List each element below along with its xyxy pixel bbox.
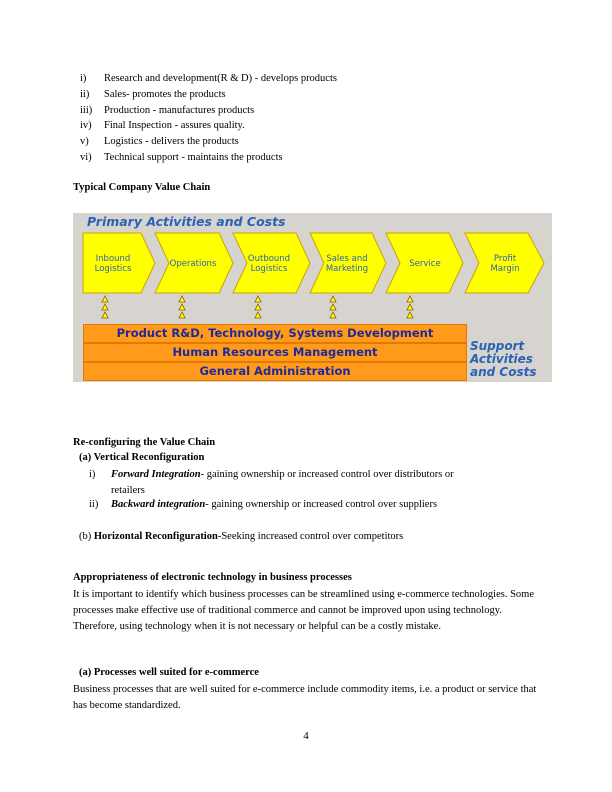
primary-activities-title: Primary Activities and Costs [87, 214, 286, 229]
page-number: 4 [303, 730, 309, 742]
list-item-number: ii) [80, 88, 90, 100]
list-item-number: iv) [80, 120, 92, 132]
service-label: Service [409, 259, 440, 269]
list-item: ii) Sales- promotes the products [80, 87, 337, 103]
list-item-text: Research and development(R & D) - develo… [104, 73, 337, 84]
forward-integration-cont: retailers [111, 485, 145, 496]
reconfig-item-number: i) [89, 469, 96, 480]
suited-paragraph: Business processes that are well suited … [73, 684, 537, 711]
list-item: v) Logistics - delivers the products [80, 134, 337, 150]
list-item-text: Logistics - delivers the products [104, 136, 239, 148]
list-item-text: Production - manufactures products [104, 104, 255, 116]
outbound-logistics-line2: Logistics [251, 264, 288, 274]
reconfig-item-number: ii) [89, 499, 99, 510]
triangle-stack-4 [329, 295, 337, 319]
backward-integration-text: - gaining ownership or increased control… [205, 499, 438, 510]
list-item-text: Final Inspection - assures quality. [104, 120, 245, 132]
activities-list: i) Research and development(R & D) - deve… [80, 71, 337, 166]
reconfig-item-2: ii) Backward integration- gaining ownersh… [89, 499, 437, 510]
triangle-stack-5 [406, 295, 414, 319]
reconfig-item-1: i) Forward Integration- gaining ownership… [89, 467, 529, 499]
horizontal-prefix: (b) [79, 531, 92, 542]
list-item-number: i) [80, 73, 87, 84]
sales-marketing-line2: Marketing [326, 264, 368, 274]
triangle-stack-1 [101, 295, 109, 319]
profit-margin-line2: Margin [490, 264, 519, 274]
horizontal-term: Horizontal Reconfiguration [93, 531, 218, 542]
profit-margin-line1: Profit [494, 254, 517, 264]
appropriateness-heading: Appropriateness of electronic technology… [73, 572, 352, 583]
operations-chevron [154, 232, 234, 294]
operations-label: Operations [170, 259, 217, 269]
list-item-number: v) [80, 136, 89, 148]
forward-integration-text: - gaining ownership or increased control… [200, 469, 454, 480]
inbound-logistics-line2: Logistics [95, 264, 132, 274]
support-activities-label: Support Activities and Costs [470, 339, 537, 379]
service-chevron [385, 232, 464, 294]
triangle-stack-3 [254, 295, 262, 319]
list-item: i) Research and development(R & D) - deve… [80, 71, 337, 87]
horizontal-text: -Seeking increased control over competit… [217, 531, 404, 542]
vertical-reconfig-heading: (a) Vertical Reconfiguration [79, 452, 205, 463]
support-bar-hr: Human Resources Management [83, 343, 467, 362]
support-bar-admin: General Administration [83, 362, 467, 381]
inbound-logistics-chevron [82, 232, 156, 294]
list-item: iv) Final Inspection - assures quality. [80, 118, 337, 134]
list-item-text: Technical support - maintains the produc… [104, 151, 283, 163]
forward-integration-term: Forward Integration [111, 469, 201, 480]
appropriateness-paragraph: It is important to identify which busine… [73, 589, 535, 632]
reconfig-heading: Re-configuring the Value Chain [73, 437, 216, 448]
list-item: iii) Production - manufactures products [80, 103, 337, 119]
backward-integration-term: Backward integration [111, 499, 206, 510]
suited-heading: (a) Processes well suited for e-commerce [79, 667, 259, 678]
outbound-logistics-chevron [232, 232, 311, 294]
list-item-text: Sales- promotes the products [104, 88, 226, 100]
list-item-number: iii) [80, 104, 93, 116]
value-chain-heading: Typical Company Value Chain [73, 182, 211, 193]
horizontal-reconfig: (b) Horizontal Reconfiguration-Seeking i… [79, 531, 403, 542]
inbound-logistics-line1: Inbound [96, 254, 131, 264]
outbound-logistics-line1: Outbound [248, 254, 290, 264]
sales-marketing-chevron [309, 232, 387, 294]
sales-marketing-line1: Sales and [326, 254, 367, 264]
support-bar-rd: Product R&D, Technology, Systems Develop… [83, 324, 467, 343]
list-item: vi) Technical support - maintains the pro… [80, 150, 337, 166]
triangle-stack-2 [178, 295, 186, 319]
profit-margin-chevron [464, 232, 545, 294]
list-item-number: vi) [80, 151, 92, 163]
